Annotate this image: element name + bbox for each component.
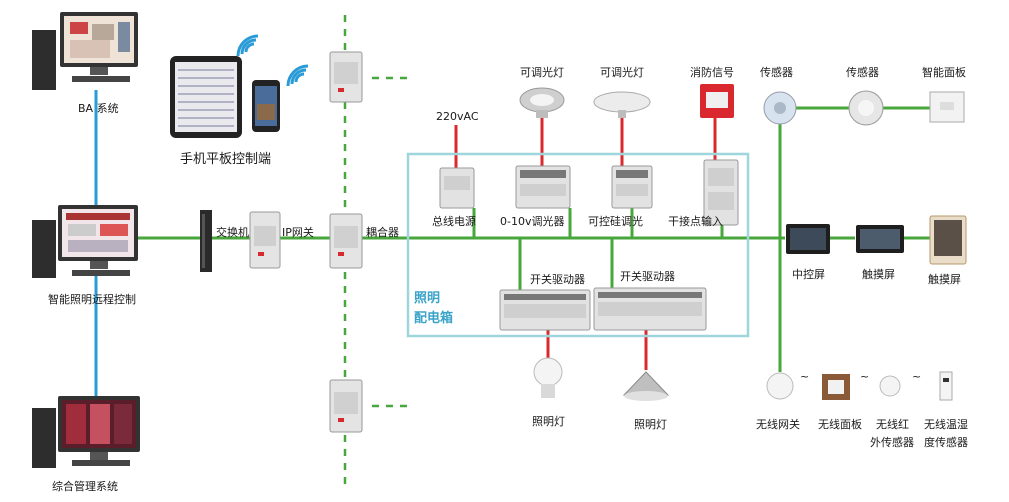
scr-dimmer-module-icon xyxy=(611,165,653,209)
dimmer-010v-module-icon xyxy=(515,165,571,209)
wireless-gateway-label: 无线网关 xyxy=(756,417,800,431)
mobile-tablet-label: 手机平板控制端 xyxy=(180,152,271,167)
coupler-label: 耦合器 xyxy=(366,225,399,239)
cabinet-label-line1: 照明 xyxy=(414,291,440,306)
dry-contact-module-icon xyxy=(703,159,739,226)
sensor-2-label: 传感器 xyxy=(846,66,879,79)
dim-light-1-label: 可调光灯 xyxy=(520,65,564,79)
integrated-mgmt-label: 综合管理系统 xyxy=(52,479,118,493)
bulb-lamp-icon xyxy=(533,357,563,398)
tilde-2: ~ xyxy=(860,370,869,383)
dry-contact-label: 干接点输入 xyxy=(668,214,723,228)
bus-power-label: 总线电源 xyxy=(432,214,476,228)
ac220-label: 220vAC xyxy=(436,110,479,123)
cabinet-label-line2: 配电箱 xyxy=(414,310,453,326)
highbay-lamp-icon xyxy=(622,371,670,401)
bus-power-module-icon xyxy=(439,167,475,209)
switch-label: 交换机 xyxy=(216,225,249,239)
th-sensor-label-line1: 无线温湿 xyxy=(924,417,968,431)
wifi-icon xyxy=(236,34,309,87)
tilde-1: ~ xyxy=(800,370,809,383)
switch-actuator-2-label: 开关驱动器 xyxy=(620,269,675,283)
remote-control-computer-icon xyxy=(32,205,138,278)
switch-actuator-2-icon xyxy=(593,287,707,331)
central-screen-icon xyxy=(786,224,830,254)
ir-sensor-label-line1: 无线红 xyxy=(876,417,909,431)
ceiling-sensor-1-icon xyxy=(763,91,797,125)
coupler-device-icon xyxy=(329,213,363,269)
wireless-panel-icon xyxy=(822,374,850,400)
power-lines xyxy=(454,118,717,370)
fire-signal-label: 消防信号 xyxy=(690,65,734,79)
wireless-th-sensor-icon xyxy=(939,371,953,401)
dimmer-010v-label: 0-10v调光器 xyxy=(500,214,564,228)
remote-control-label: 智能照明远程控制 xyxy=(48,292,136,306)
dashed-bus-lines xyxy=(343,15,410,490)
distribution-cabinet-box xyxy=(406,152,750,338)
dim-light-2-label: 可调光灯 xyxy=(600,65,644,79)
switch-actuator-1-label: 开关驱动器 xyxy=(530,272,585,286)
tilde-3: ~ xyxy=(912,370,921,383)
ip-gateway-label: IP网关 xyxy=(282,225,314,239)
ir-sensor-label-line2: 外传感器 xyxy=(870,436,914,449)
central-screen-label: 中控屏 xyxy=(792,267,825,281)
ba-system-label: BA 系统 xyxy=(78,102,119,115)
smart-panel-icon xyxy=(929,91,965,123)
touch-screen-2-label: 触摸屏 xyxy=(928,272,961,286)
wireless-gateway-icon xyxy=(766,372,794,400)
phone-icon xyxy=(252,80,280,132)
sensor-1-label: 传感器 xyxy=(760,66,793,79)
lamp-1-label: 照明灯 xyxy=(532,415,565,428)
ceiling-sensor-2-icon xyxy=(848,90,884,126)
touch-screen-1-label: 触摸屏 xyxy=(862,267,895,281)
lamp-2-label: 照明灯 xyxy=(634,418,667,431)
integrated-mgmt-computer-icon xyxy=(32,396,140,468)
fire-alarm-icon xyxy=(700,84,734,118)
tablet-icon xyxy=(170,56,242,138)
switch-actuator-1-icon xyxy=(499,289,591,331)
panel-light-icon xyxy=(593,91,651,118)
touch-screen-2-icon xyxy=(929,215,967,265)
wireless-ir-sensor-icon xyxy=(879,375,901,397)
wireless-panel-label: 无线面板 xyxy=(818,417,862,431)
coupler-device-top-icon xyxy=(329,51,363,103)
downlight-icon xyxy=(519,87,565,118)
scr-dimmer-label: 可控硅调光 xyxy=(588,214,643,228)
network-switch-icon xyxy=(200,210,212,272)
coupler-device-bottom-icon xyxy=(329,379,363,433)
th-sensor-label-line2: 度传感器 xyxy=(924,435,968,449)
touch-screen-1-icon xyxy=(856,225,904,253)
smart-panel-label: 智能面板 xyxy=(922,65,966,79)
ip-gateway-device-icon xyxy=(249,211,281,269)
ba-computer-icon xyxy=(32,12,138,90)
